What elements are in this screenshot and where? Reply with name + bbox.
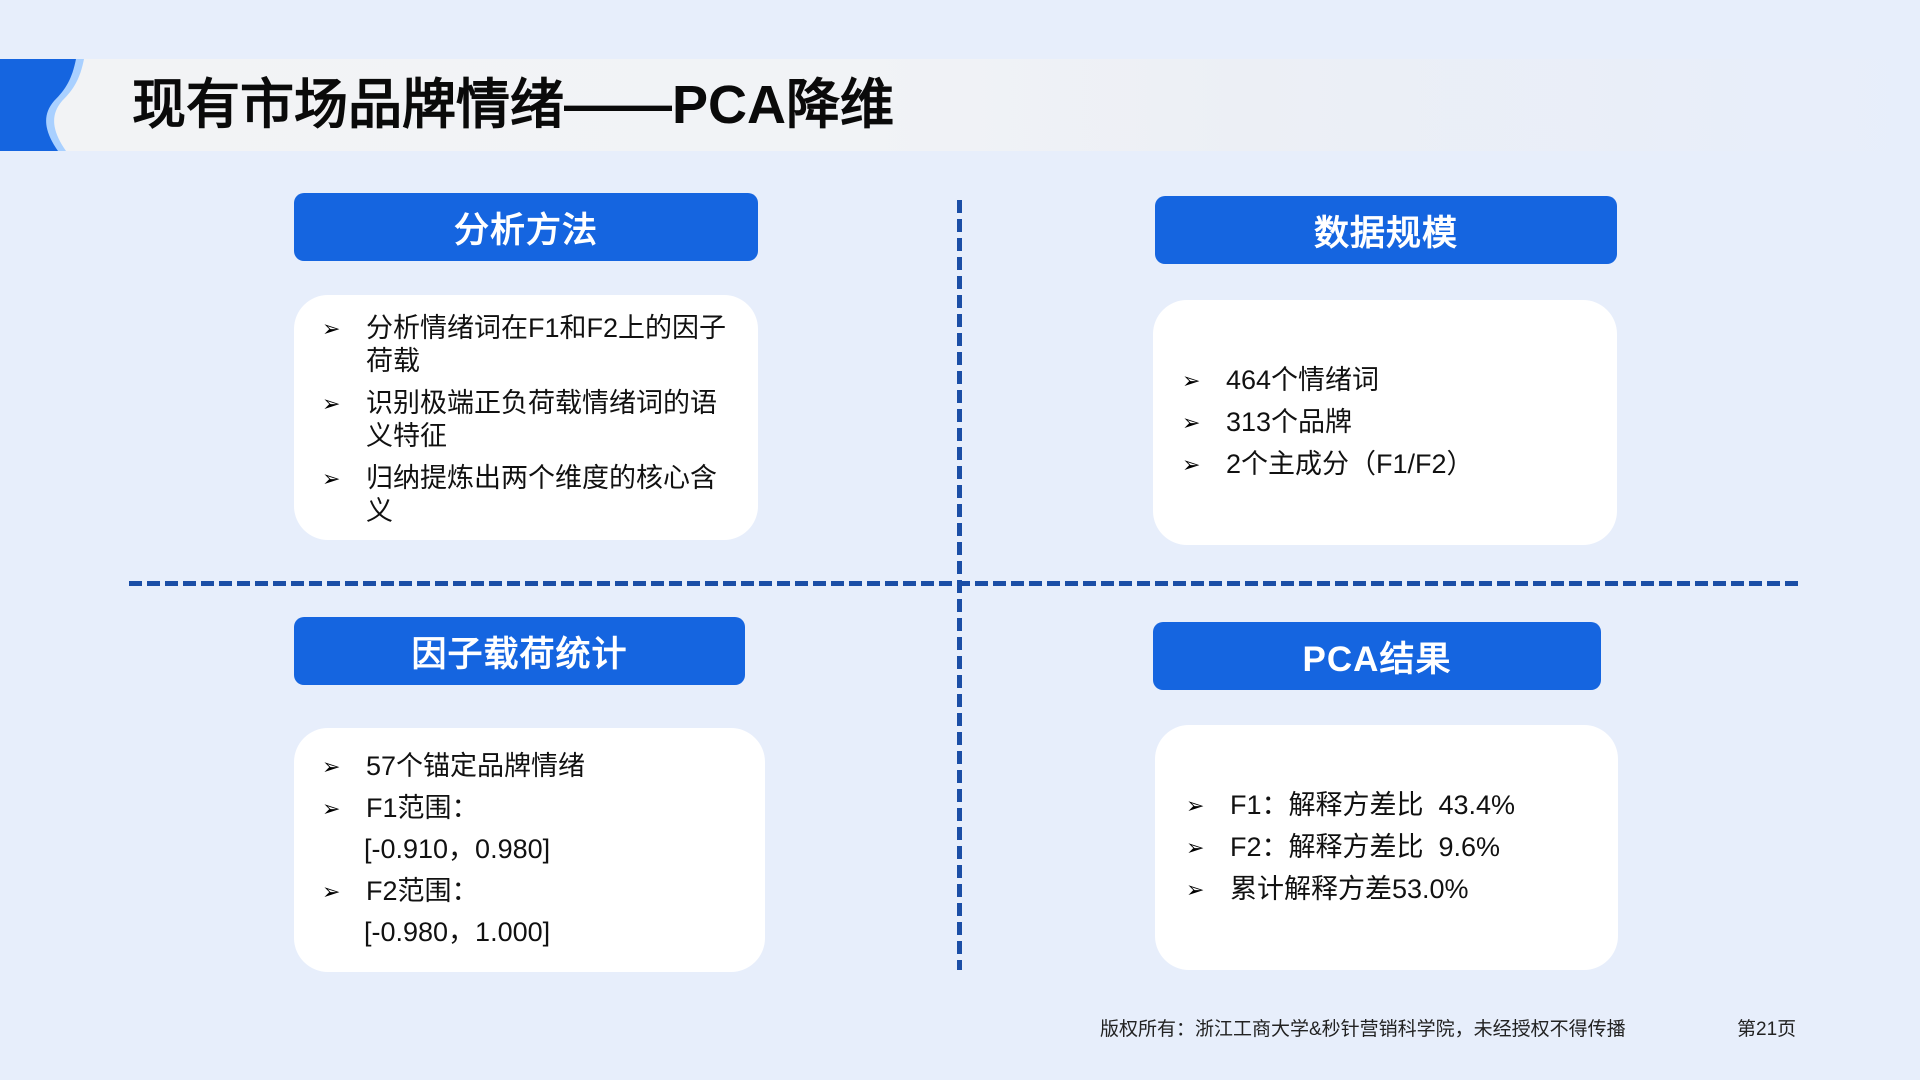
title-tab-decoration [0,59,90,151]
f1-range: [-0.910，0.980] [364,834,551,864]
list-item: ➢2个主成分（F1/F2） [1182,449,1474,479]
arrow-bullet-icon: ➢ [322,878,341,904]
method-list: ➢分析情绪词在F1和F2上的因子荷载 ➢识别极端正负荷载情绪词的语义特征 ➢归纳… [322,312,742,537]
data-scale-heading: 数据规模 [1155,196,1617,264]
list-item: ➢F1：解释方差比 43.4% [1186,790,1516,820]
horizontal-divider [129,581,1800,586]
arrow-bullet-icon: ➢ [322,316,341,341]
method-card: ➢分析情绪词在F1和F2上的因子荷载 ➢识别极端正负荷载情绪词的语义特征 ➢归纳… [294,295,758,540]
list-item: ➢57个锚定品牌情绪 [322,751,586,781]
list-item: ➢分析情绪词在F1和F2上的因子荷载 [322,313,727,376]
data-scale-list: ➢464个情绪词 ➢313个品牌 ➢2个主成分（F1/F2） [1182,364,1602,490]
pca-result-heading: PCA结果 [1153,622,1601,690]
list-item: ➢F2：解释方差比 9.6% [1186,832,1501,862]
list-item: ➢464个情绪词 [1182,365,1380,395]
arrow-bullet-icon: ➢ [1186,877,1205,902]
arrow-bullet-icon: ➢ [322,391,341,416]
loading-stats-heading: 因子载荷统计 [294,617,745,685]
list-item: ➢F2范围： [322,875,479,906]
arrow-bullet-icon: ➢ [1186,835,1205,860]
page-number: 第21页 [1737,1019,1797,1040]
arrow-bullet-icon: ➢ [1186,793,1205,818]
arrow-bullet-icon: ➢ [322,754,341,779]
pca-result-list: ➢F1：解释方差比 43.4% ➢F2：解释方差比 9.6% ➢累计解释方差53… [1186,789,1606,915]
loading-stats-list: ➢57个锚定品牌情绪 ➢F1范围： [-0.910，0.980] ➢F2范围： … [322,750,742,958]
title-band [0,59,1920,151]
method-heading: 分析方法 [294,193,758,261]
arrow-bullet-icon: ➢ [322,466,341,491]
arrow-bullet-icon: ➢ [1182,368,1201,393]
page-title: 现有市场品牌情绪——PCA降维 [132,75,895,135]
list-item: ➢313个品牌 [1182,407,1353,437]
pca-result-card: ➢F1：解释方差比 43.4% ➢F2：解释方差比 9.6% ➢累计解释方差53… [1155,725,1618,970]
data-scale-card: ➢464个情绪词 ➢313个品牌 ➢2个主成分（F1/F2） [1153,300,1617,545]
list-item: ➢识别极端正负荷载情绪词的语义特征 [322,388,717,451]
arrow-bullet-icon: ➢ [322,795,341,821]
loading-stats-card: ➢57个锚定品牌情绪 ➢F1范围： [-0.910，0.980] ➢F2范围： … [294,728,765,972]
copyright-notice: 版权所有：浙江工商大学&秒针营销科学院，未经授权不得传播 [1100,1019,1626,1040]
arrow-bullet-icon: ➢ [1182,410,1201,435]
list-item: ➢F1范围： [322,792,479,823]
list-item: ➢累计解释方差53.0% [1186,874,1469,904]
list-item: ➢归纳提炼出两个维度的核心含义 [322,463,717,526]
arrow-bullet-icon: ➢ [1182,452,1201,477]
f2-range: [-0.980，1.000] [364,917,551,947]
